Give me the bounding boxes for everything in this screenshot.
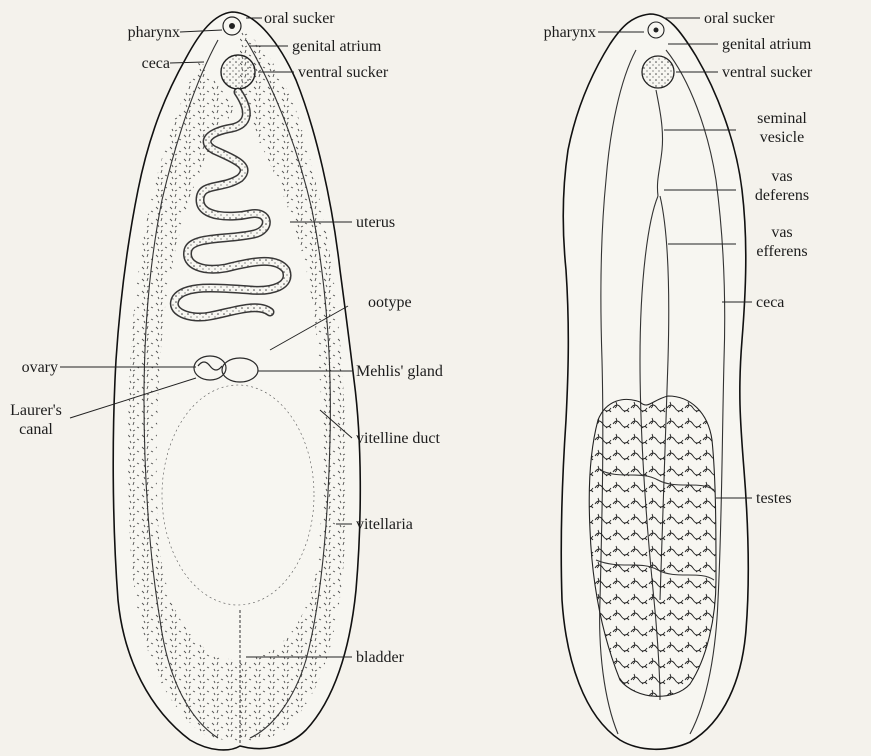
label-left-ovary: ovary <box>0 359 58 376</box>
label-left-vitellaria: vitellaria <box>356 516 413 533</box>
label-left-laurers-canal-line1: Laurer's <box>4 402 68 419</box>
label-right-genital-atrium: genital atrium <box>722 36 811 53</box>
label-left-genital-atrium: genital atrium <box>292 38 381 55</box>
label-right-vas-deferens-line1: vas <box>740 168 824 185</box>
label-right-oral-sucker: oral sucker <box>704 10 775 27</box>
label-right-pharynx: pharynx <box>500 24 596 41</box>
label-left-laurers-canal-line2: canal <box>4 421 68 438</box>
label-right-seminal-vesicle-line1: seminal <box>740 110 824 127</box>
label-right-ventral-sucker: ventral sucker <box>722 64 812 81</box>
label-left-bladder: bladder <box>356 649 404 666</box>
label-left-mehlis-gland: Mehlis' gland <box>356 363 443 380</box>
label-left-uterus: uterus <box>356 214 395 231</box>
left-clear-area <box>162 385 314 605</box>
label-left-ceca: ceca <box>100 55 170 72</box>
label-left-pharynx: pharynx <box>84 24 180 41</box>
right-ventral-sucker <box>642 56 674 88</box>
label-right-vas-efferens-line1: vas <box>740 224 824 241</box>
label-right-vas-efferens-line2: efferens <box>740 243 824 260</box>
label-right-testes: testes <box>756 490 792 507</box>
label-right-seminal-vesicle-line2: vesicle <box>740 129 824 146</box>
label-left-oral-sucker: oral sucker <box>264 10 335 27</box>
label-left-vitelline-duct: vitelline duct <box>356 430 440 447</box>
right-figure <box>561 14 752 749</box>
left-ventral-sucker <box>221 55 255 89</box>
label-right-ceca: ceca <box>756 294 784 311</box>
label-right-vas-deferens-line2: deferens <box>740 187 824 204</box>
label-left-ootype: ootype <box>368 294 412 311</box>
left-figure <box>60 12 360 750</box>
label-left-ventral-sucker: ventral sucker <box>298 64 388 81</box>
